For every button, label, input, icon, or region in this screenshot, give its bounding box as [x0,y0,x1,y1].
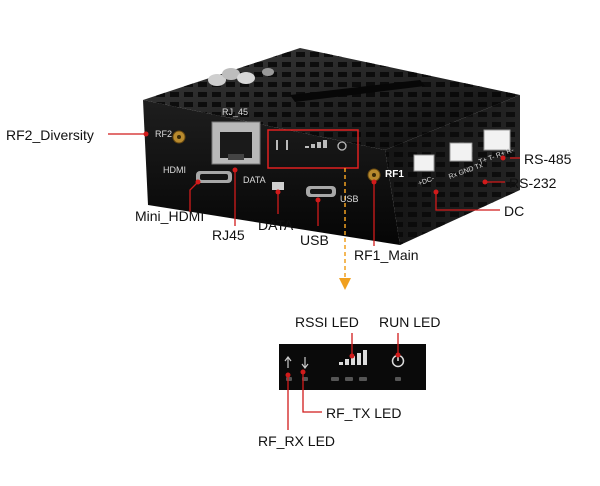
callout-rf-tx-led: RF_TX LED [326,405,402,421]
device-print-data: DATA [243,175,266,185]
device-print-rj45: RJ_45 [222,107,249,117]
callout-mini-hdmi: Mini_HDMI [135,208,205,224]
hdmi-port [196,171,232,183]
rj45-port [211,121,261,165]
enclosure-front [143,100,400,245]
led-panel-icons [284,350,405,381]
led-callout-lines [287,333,399,430]
device-print-rf1: RF1 [385,169,404,180]
callout-rs485: RS-485 [524,151,572,167]
callout-dc: DC [504,203,525,219]
callout-rj45: RJ45 [212,227,245,243]
usb-port [306,186,336,197]
callout-rf-rx-led: RF_RX LED [258,433,336,449]
callout-rssi-led: RSSI LED [295,314,359,330]
knob-cluster [208,68,274,86]
led-window-icons [276,140,347,151]
side-terminals [413,129,511,172]
data-port [272,182,284,190]
device-print-rf2: RF2 [155,129,173,139]
callout-rf2-diversity: RF2_Diversity [6,127,94,143]
zoom-arrow [339,168,351,290]
device-print-usb: USB [340,194,359,204]
callout-data: DATA [258,217,294,233]
led-window-highlight [267,129,359,169]
callout-run-led: RUN LED [379,314,441,330]
callout-rs232: RS-232 [509,175,557,191]
callout-dots [143,131,506,203]
callout-rf1-main: RF1_Main [354,247,419,263]
callout-usb: USB [300,232,329,248]
device-print-hdmi: HDMI [163,165,186,175]
callout-lines [108,133,520,246]
